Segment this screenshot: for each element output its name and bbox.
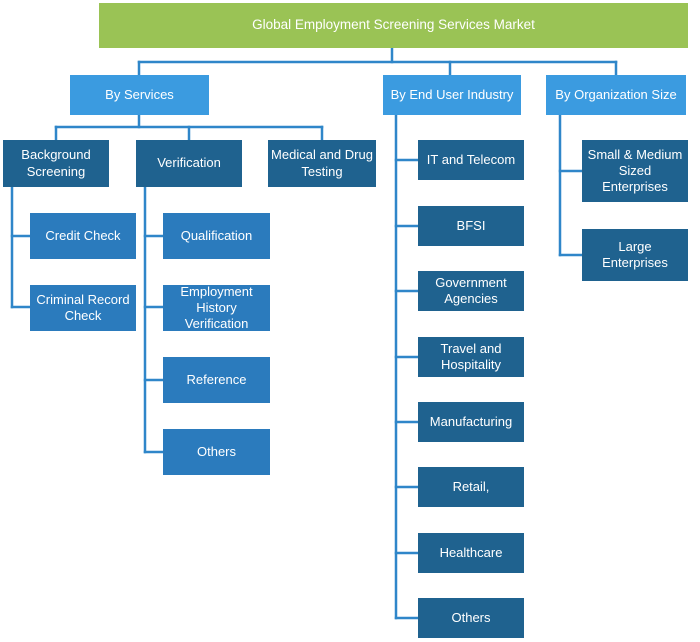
leaf-manufacturing: Manufacturing xyxy=(418,402,524,442)
leaf-travel-and-hospitality: Travel and Hospitality xyxy=(418,337,524,377)
group-medical-and-drug-testing: Medical and Drug Testing xyxy=(268,140,376,187)
leaf-end-user-others: Others xyxy=(418,598,524,638)
group-verification: Verification xyxy=(136,140,242,187)
leaf-reference: Reference xyxy=(163,357,270,403)
leaf-criminal-record-check: Criminal Record Check xyxy=(30,285,136,331)
leaf-credit-check: Credit Check xyxy=(30,213,136,259)
leaf-it-and-telecom: IT and Telecom xyxy=(418,140,524,180)
leaf-employment-history-verification: Employment History Verification xyxy=(163,284,270,331)
leaf-verification-others: Others xyxy=(163,429,270,475)
leaf-large-enterprises: Large Enterprises xyxy=(582,229,688,281)
leaf-retail: Retail, xyxy=(418,467,524,507)
category-by-end-user-industry: By End User Industry xyxy=(383,75,521,115)
leaf-healthcare: Healthcare xyxy=(418,533,524,573)
root-node: Global Employment Screening Services Mar… xyxy=(99,3,688,48)
leaf-government-agencies: Government Agencies xyxy=(418,271,524,311)
leaf-bfsi: BFSI xyxy=(418,206,524,246)
leaf-qualification: Qualification xyxy=(163,213,270,259)
group-background-screening: Background Screening xyxy=(3,140,109,187)
category-by-services: By Services xyxy=(70,75,209,115)
leaf-small-medium-enterprises: Small & Medium Sized Enterprises xyxy=(582,140,688,202)
category-by-organization-size: By Organization Size xyxy=(546,75,686,115)
